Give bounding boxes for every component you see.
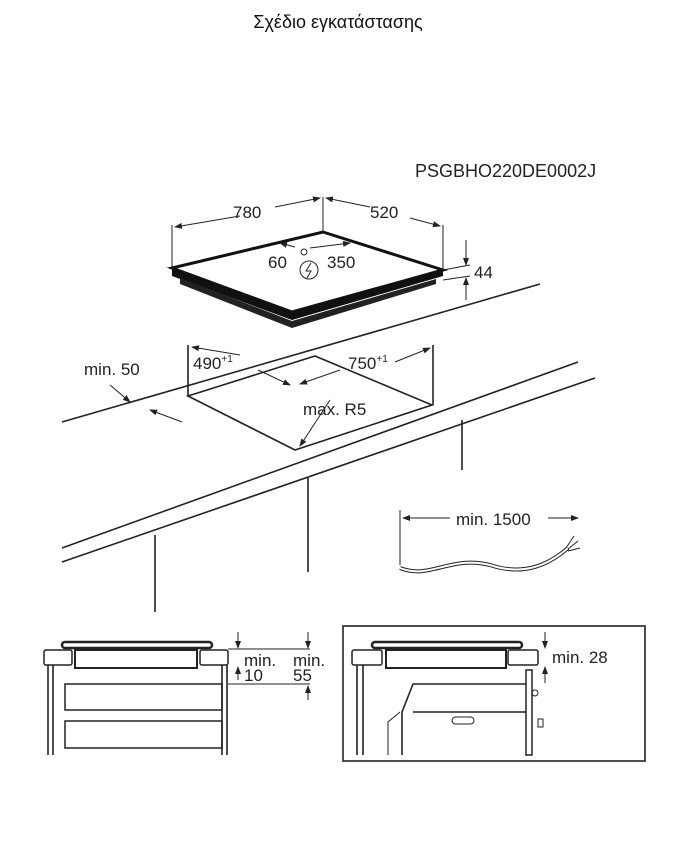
connection-left-label: 60: [268, 253, 287, 272]
page-title: Σχέδιο εγκατάστασης: [253, 12, 423, 32]
hob-depth-label: 520: [370, 203, 398, 222]
model-code: PSGBHO220DE0002J: [415, 161, 596, 181]
min-label-b: min.: [293, 651, 325, 670]
cutout-width-label: 750+1: [348, 354, 388, 373]
countertop-drawing: [61, 283, 596, 612]
min-label-a: min.: [244, 651, 276, 670]
clearance-10-label: 10: [244, 666, 263, 685]
cutout-depth-label: 490+1: [193, 354, 233, 373]
front-distance-label: min. 50: [84, 360, 140, 379]
cable-length-label: min. 1500: [456, 510, 531, 529]
hob-height-label: 44: [474, 263, 493, 282]
corner-radius-label: max. R5: [303, 400, 366, 419]
electric-connection-icon: [299, 260, 319, 280]
section-left-drawing: [43, 632, 311, 755]
connection-right-label: 350: [327, 253, 355, 272]
oven-clearance-label: min. 28: [552, 648, 608, 667]
section-right-drawing: [342, 625, 646, 762]
cable-drawing: [399, 510, 581, 574]
hob-drawing: [166, 196, 471, 328]
hob-width-label: 780: [233, 203, 261, 222]
clearance-55-label: 55: [293, 666, 312, 685]
